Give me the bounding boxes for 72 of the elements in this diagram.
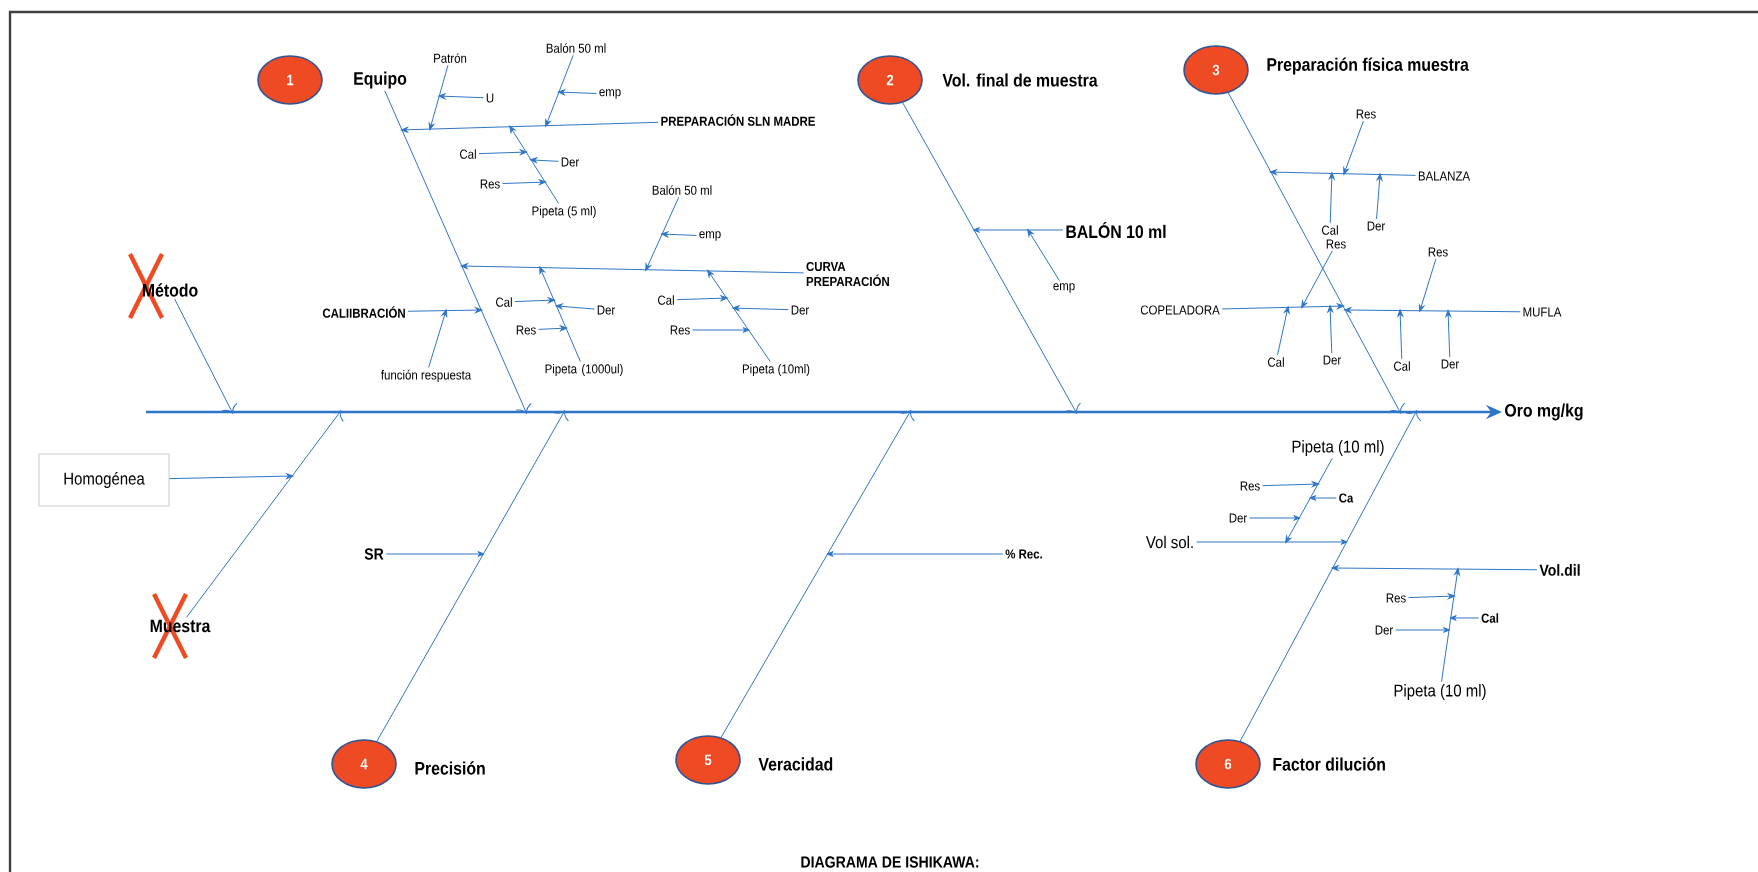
arrow bbox=[545, 54, 574, 127]
arrow bbox=[1445, 309, 1452, 358]
arrow bbox=[538, 325, 568, 332]
arrow bbox=[555, 303, 595, 310]
arrow bbox=[1449, 615, 1480, 621]
arrow bbox=[1301, 250, 1333, 309]
arrow bbox=[972, 227, 1064, 233]
cause-label: Vol sol. bbox=[1145, 535, 1193, 549]
arrow bbox=[529, 157, 559, 164]
cause-box: Homogénea bbox=[38, 453, 170, 507]
bone-arrow bbox=[1227, 92, 1405, 414]
arrow bbox=[1328, 172, 1335, 224]
bone-arrow bbox=[384, 90, 532, 414]
category-label: Preparación física muestra bbox=[1267, 57, 1469, 75]
arrow bbox=[1327, 305, 1334, 354]
arrow bbox=[400, 121, 659, 133]
arrow bbox=[1376, 173, 1383, 220]
arrow bbox=[732, 305, 789, 312]
arrow bbox=[1395, 627, 1451, 633]
arrow bbox=[692, 327, 750, 333]
arrow bbox=[1344, 307, 1521, 313]
arrow bbox=[826, 551, 1004, 557]
arrow bbox=[1343, 120, 1364, 175]
arrow bbox=[1441, 568, 1460, 683]
cause-label: Pipeta (10 ml) bbox=[1394, 684, 1486, 700]
arrow bbox=[428, 309, 448, 368]
bone-arrow bbox=[902, 102, 1081, 414]
category-label: Factor dilución bbox=[1273, 757, 1385, 771]
arrow bbox=[1221, 303, 1345, 310]
category-label: Vol. final de muestra bbox=[942, 73, 1098, 87]
arrow bbox=[1249, 515, 1301, 521]
arrow bbox=[514, 297, 556, 304]
category-label: Veracidad bbox=[758, 757, 833, 771]
arrow bbox=[428, 64, 449, 131]
arrow bbox=[168, 473, 294, 480]
arrow bbox=[460, 263, 805, 274]
arrow bbox=[385, 551, 485, 557]
arrow bbox=[509, 125, 560, 205]
arrow bbox=[1269, 169, 1417, 176]
caption: DIAGRAMA DE ISHIKAWA: bbox=[801, 856, 979, 868]
arrow bbox=[407, 307, 483, 313]
bone-arrow bbox=[186, 410, 344, 618]
arrow bbox=[478, 149, 528, 156]
cause-label: SR bbox=[364, 548, 384, 560]
arrow bbox=[707, 269, 771, 363]
arrow bbox=[502, 179, 547, 186]
bone-arrow bbox=[376, 410, 569, 742]
arrow bbox=[1309, 495, 1337, 501]
arrow bbox=[557, 89, 597, 96]
arrow bbox=[1196, 539, 1348, 545]
arrow bbox=[1262, 481, 1320, 488]
category-label: Precisión bbox=[415, 761, 485, 775]
arrow bbox=[1285, 457, 1333, 544]
bone-arrow bbox=[1239, 410, 1421, 742]
bone-arrow bbox=[174, 298, 238, 414]
arrow bbox=[1331, 565, 1538, 571]
cause-label: Pipeta (10 ml) bbox=[1292, 440, 1384, 456]
arrow bbox=[1027, 229, 1060, 282]
arrow bbox=[676, 295, 728, 302]
arrow bbox=[1418, 258, 1437, 312]
arrow bbox=[1408, 593, 1456, 600]
arrow bbox=[661, 231, 697, 238]
category-label: Equipo bbox=[354, 71, 407, 89]
arrow bbox=[1277, 306, 1290, 356]
arrow bbox=[645, 196, 680, 271]
arrow bbox=[1397, 309, 1404, 360]
cause-label: Oro mg/kg bbox=[1505, 403, 1583, 421]
cause-label: Vol.dil bbox=[1539, 564, 1580, 576]
cause-label: BALÓN 10 ml bbox=[1066, 221, 1166, 239]
bone-arrow bbox=[720, 410, 915, 738]
arrow bbox=[438, 93, 484, 100]
arrow bbox=[539, 266, 581, 363]
